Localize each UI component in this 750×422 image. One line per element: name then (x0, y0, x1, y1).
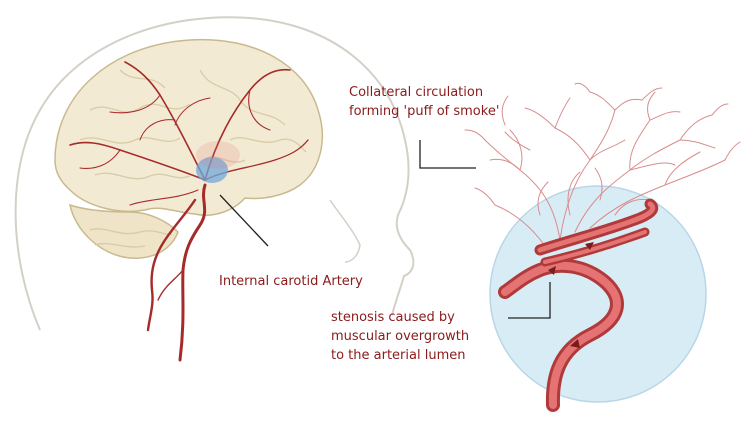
collateral-circulation-label: Collateral circulation forming 'puff of … (349, 83, 499, 121)
stenosis-label-line-3: to the arterial lumen (331, 348, 466, 363)
collateral-leader-line (419, 140, 476, 169)
collateral-label-line-1: Collateral circulation (349, 85, 484, 100)
brain-cerebellum (69, 203, 179, 259)
head-outline (14, 16, 415, 331)
ica-leader-line (219, 194, 269, 247)
stenosis-label: stenosis caused by muscular overgrowth t… (331, 308, 469, 365)
collateral-network (464, 82, 741, 247)
brain-cerebrum (54, 38, 324, 216)
internal-carotid-artery-label: Internal carotid Artery (219, 274, 363, 289)
face-profile (329, 199, 361, 263)
brain-arteries (69, 61, 309, 206)
stenosis-label-line-2: muscular overgrowth (331, 329, 470, 344)
lesion-site (196, 157, 228, 183)
magnified-view (489, 185, 707, 403)
collateral-label-line-2: forming 'puff of smoke' (349, 104, 500, 119)
enlarged-artery (498, 198, 659, 412)
lesion-halo (196, 141, 240, 169)
stenosis-label-line-1: stenosis caused by (331, 310, 455, 325)
stenosis-leader-line (508, 282, 551, 319)
flow-arrows (548, 242, 594, 348)
neck-arteries (146, 183, 207, 362)
